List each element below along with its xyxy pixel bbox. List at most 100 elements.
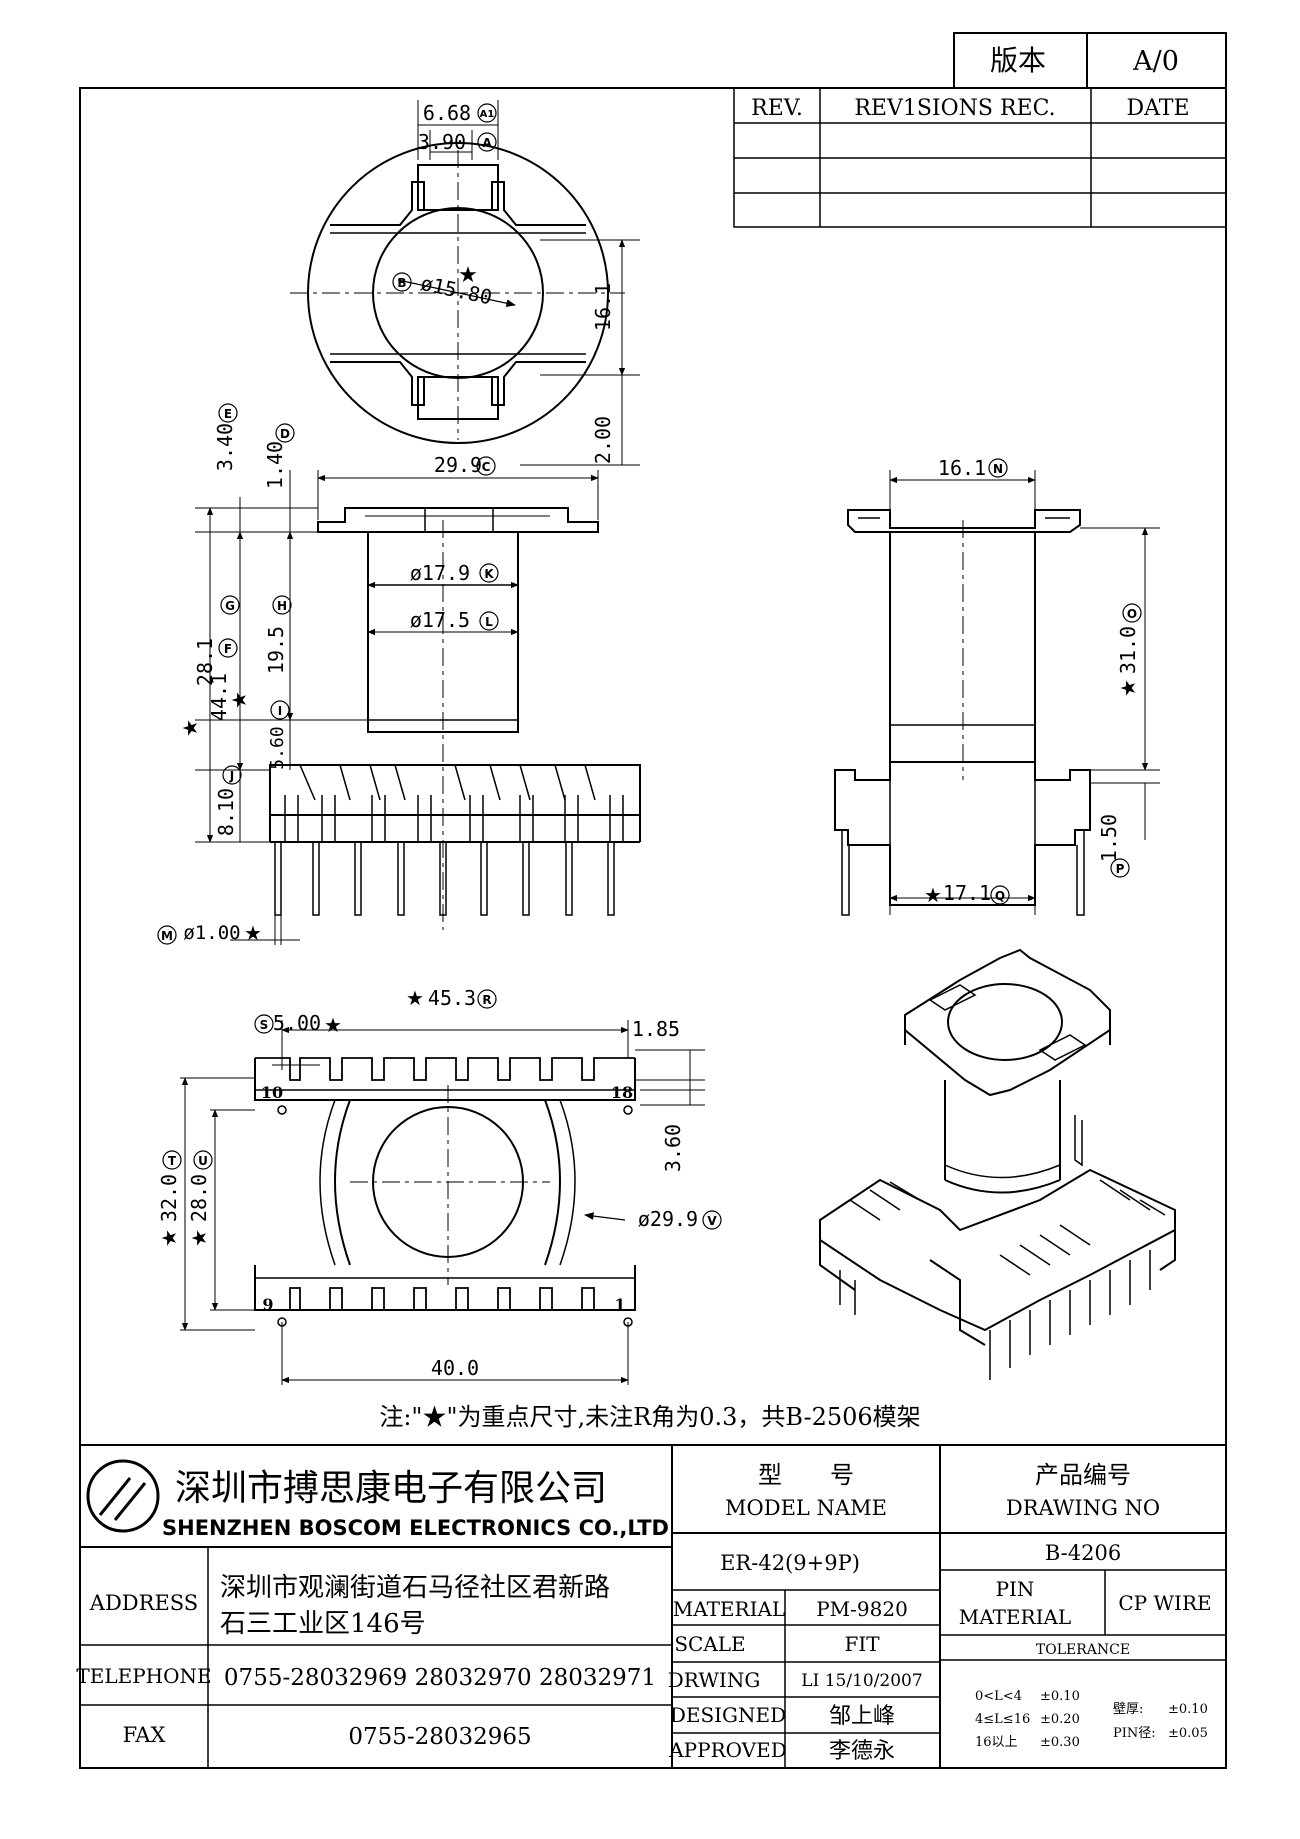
dim-t-star: ★ <box>157 1229 181 1247</box>
revision-table <box>733 87 1227 228</box>
drawing-no-en: DRAWING NO <box>1006 1496 1160 1520</box>
top-view <box>290 100 640 466</box>
dim-q-star: ★ <box>924 883 942 907</box>
scale-label: SCALE <box>674 1632 745 1656</box>
dim-a1-tag-circle <box>477 103 497 123</box>
designed-label: DESIGNED <box>670 1703 786 1727</box>
dim-h-tag-circle <box>272 595 292 615</box>
dim-v-tag-circle <box>702 1210 722 1230</box>
dim-n-value: 16.1 <box>938 456 986 480</box>
dim-o-tag: O <box>1127 607 1137 621</box>
dim-a-value: 3.90 <box>418 130 466 154</box>
dim-s-value: 5.00 <box>273 1011 321 1035</box>
dim-f-tag: F <box>224 642 232 656</box>
approved-label: APPROVED <box>668 1738 787 1762</box>
tolerance-value-1: ±0.10 <box>1040 1689 1080 1704</box>
dim-l-tag: L <box>485 615 493 629</box>
dim-a1-tag: A1 <box>480 109 495 120</box>
dim-a-tag-circle <box>477 132 497 152</box>
dim-g-tag: G <box>225 599 235 613</box>
approved-value: 李德永 <box>829 1739 895 1764</box>
dim-m-value: ø1.00 <box>183 922 240 944</box>
dim-k-tag-circle <box>479 563 499 583</box>
dim-q-value: 17.1 <box>943 881 991 905</box>
dim-o-tag-circle <box>1122 603 1142 623</box>
dim-l-value: ø17.5 <box>410 608 470 632</box>
dim-f-star: ★ <box>178 719 202 737</box>
address-label: ADDRESS <box>89 1591 198 1615</box>
pin-material-value: CP WIRE <box>1118 1591 1211 1615</box>
tolerance-value-3: ±0.30 <box>1040 1735 1080 1750</box>
dim-16-1-top: 16.1 <box>591 283 615 331</box>
tolerance-label: TOLERANCE <box>1036 1642 1130 1658</box>
dim-d-tag-circle <box>275 423 295 443</box>
version-value: A/0 <box>1132 46 1179 77</box>
dim-j-tag: J <box>229 769 234 783</box>
dim-v-value: ø29.9 <box>638 1207 698 1231</box>
dim-h-value: 19.5 <box>264 626 288 674</box>
dim-t-value: 32.0 <box>157 1174 181 1222</box>
dim-r-value: 45.3 <box>428 986 476 1010</box>
dim-t-tag: T <box>168 1154 177 1168</box>
front-view <box>195 470 641 945</box>
dim-s-tag: S <box>260 1018 269 1032</box>
bottom-view <box>180 1020 705 1385</box>
tolerance-range-3: 16以上 <box>975 1735 1018 1750</box>
rev-column-header: REV. <box>751 96 803 121</box>
dim-k-value: ø17.9 <box>410 561 470 585</box>
telephone-value: 0755-28032969 28032970 28032971 <box>224 1665 656 1691</box>
wall-thickness-label: 壁厚: <box>1113 1702 1143 1717</box>
dim-m-tag-circle <box>157 925 177 945</box>
address-line-2: 石三工业区146号 <box>220 1609 426 1639</box>
fax-value: 0755-28032965 <box>348 1724 531 1750</box>
dim-o-value: 31.0 <box>1116 626 1140 674</box>
dim-r-tag: R <box>482 993 491 1007</box>
drawing-by-label: DRWING <box>668 1668 761 1692</box>
dim-u-tag: U <box>198 1154 208 1168</box>
dim-d-tag: D <box>280 427 290 441</box>
dim-b-star: ★ <box>458 263 478 288</box>
dim-g-value: 28.1 <box>193 638 217 686</box>
drawing-no-cn: 产品编号 <box>1035 1461 1131 1489</box>
dim-b-tag: B <box>397 276 406 290</box>
drawing-border <box>79 87 1227 1769</box>
material-label: MATERIAL <box>673 1597 785 1621</box>
dim-2-00: 2.00 <box>591 416 615 464</box>
fax-label: FAX <box>123 1723 166 1747</box>
model-name-cn: 型 号 <box>758 1461 854 1489</box>
dim-u-star: ★ <box>187 1229 211 1247</box>
pin-diameter-value: ±0.05 <box>1168 1726 1208 1741</box>
dim-1-85: 1.85 <box>632 1017 680 1041</box>
dim-u-tag-circle <box>193 1150 213 1170</box>
dim-v-tag: V <box>707 1214 717 1228</box>
title-block-grid <box>80 1444 1226 1768</box>
dim-u-value: 28.0 <box>187 1174 211 1222</box>
pin-label-18: 18 <box>611 1083 633 1102</box>
dim-40-0: 40.0 <box>431 1356 479 1380</box>
dim-p-tag-circle <box>1110 858 1130 878</box>
dim-b-tag-circle <box>392 272 412 292</box>
dim-p-tag: P <box>1116 862 1125 876</box>
company-name-en: SHENZHEN BOSCOM ELECTRONICS CO.,LTD <box>162 1516 669 1540</box>
tolerance-range-1: 0<L<4 <box>975 1689 1022 1704</box>
dim-c-value: 29.9 <box>434 453 482 477</box>
dim-q-tag-circle <box>990 885 1010 905</box>
dim-e-value: 3.40 <box>213 423 237 471</box>
version-label: 版本 <box>990 44 1046 77</box>
dim-d-value: 1.40 <box>263 441 287 489</box>
dim-c-tag-circle <box>476 456 496 476</box>
model-value: ER-42(9+9P) <box>720 1551 860 1575</box>
dim-c-tag: C <box>482 460 491 474</box>
dim-r-star: ★ <box>406 986 424 1010</box>
side-view <box>834 470 1160 916</box>
dim-g-star: ★ <box>227 691 251 709</box>
dim-r-tag-circle <box>477 989 497 1009</box>
company-name-cn: 深圳市搏思康电子有限公司 <box>175 1468 607 1509</box>
dim-a1-value: 6.68 <box>423 101 471 125</box>
dim-k-tag: K <box>484 567 494 581</box>
dim-e-tag: E <box>224 407 232 421</box>
dim-e-tag-circle <box>218 403 238 423</box>
tolerance-value-2: ±0.20 <box>1040 1712 1080 1727</box>
dim-n-tag: N <box>993 462 1003 476</box>
dim-i-tag-circle <box>270 700 290 720</box>
